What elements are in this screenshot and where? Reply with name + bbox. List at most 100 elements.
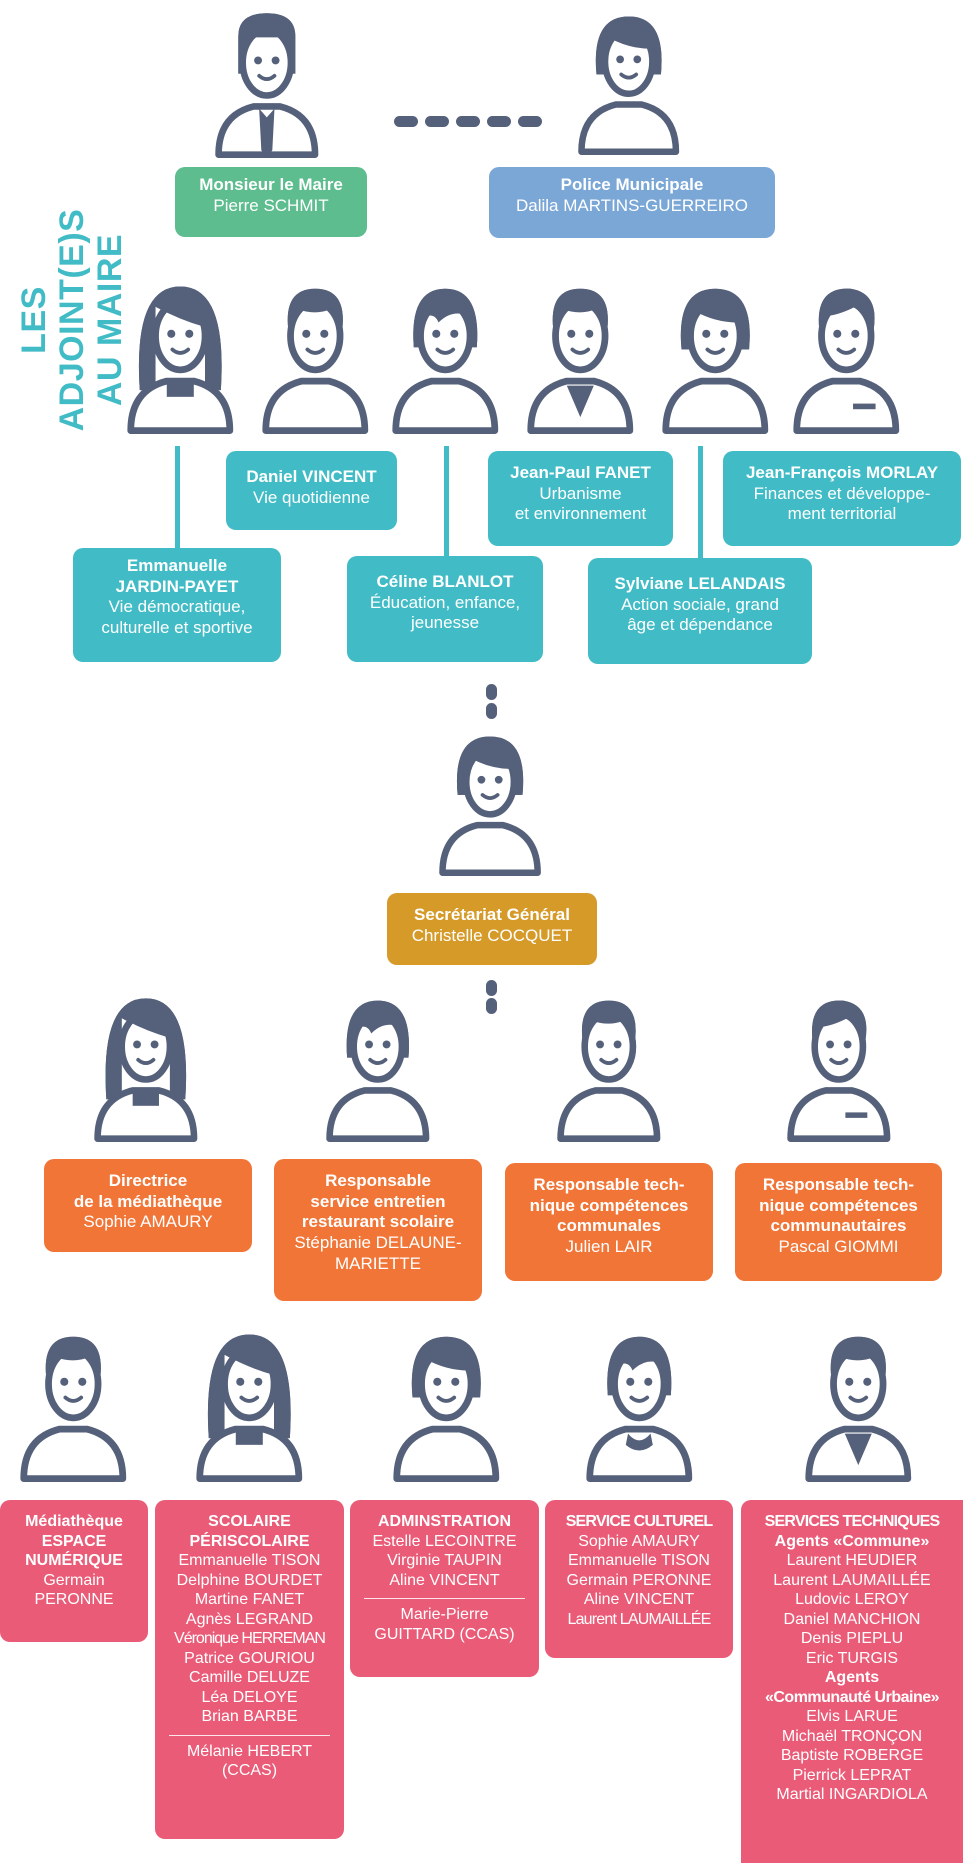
maire-name: Pierre SCHMIT — [213, 195, 329, 215]
service-member: Laurent HEUDIER — [786, 1552, 918, 1570]
police-name: Dalila MARTINS-GUERREIRO — [515, 195, 749, 215]
service-member: Martine FANET — [194, 1591, 305, 1609]
connector-dash — [394, 116, 418, 127]
divider — [364, 1598, 525, 1600]
service-member: Delphine BOURDET — [176, 1571, 323, 1589]
service-member: Eric TURGIS — [805, 1649, 899, 1667]
person-icon — [326, 1000, 430, 1142]
responsable-title: Responsable — [325, 1171, 431, 1190]
service-member: Agnès LEGRAND — [185, 1610, 314, 1628]
responsable-title: Responsable tech- — [533, 1175, 685, 1194]
person-icon — [805, 1336, 911, 1482]
service-member: Mélanie HEBERT — [186, 1742, 313, 1760]
adjoint-role: jeunesse — [410, 613, 480, 633]
service-member: Germain PERONNE — [566, 1571, 712, 1589]
service-group: «Communauté Urbaine» — [764, 1688, 940, 1706]
service-member: (CCAS) — [221, 1762, 278, 1780]
responsable-card-communales: Responsable tech- nique compétences comm… — [505, 1163, 713, 1281]
person-icon — [393, 1336, 499, 1482]
maire-card: Monsieur le Maire Pierre SCHMIT — [175, 167, 367, 237]
responsable-card-mediatheque: Directrice de la médiathèque Sophie AMAU… — [44, 1159, 252, 1252]
service-card-culturel: SERVICE CULTUREL Sophie AMAURY Emmanuell… — [545, 1500, 733, 1658]
service-title: ESPACE — [41, 1532, 107, 1550]
adjoint-name: Emmanuelle — [126, 556, 228, 575]
service-member: Emmanuelle TISON — [178, 1552, 321, 1570]
connector-line — [444, 446, 449, 558]
adjoint-card-sylviane: Sylviane LELANDAIS Action sociale, grand… — [588, 558, 812, 664]
responsable-title: Responsable tech- — [762, 1175, 915, 1194]
secretariat-title: Secrétariat Général — [414, 905, 570, 924]
responsable-title: nique compétences — [529, 1195, 689, 1215]
person-icon — [262, 288, 368, 434]
service-title: SERVICE CULTUREL — [565, 1513, 713, 1530]
adjoint-role: ment territorial — [787, 504, 897, 524]
adjoint-card-jeanpaul: Jean-Paul FANET Urbanisme et environneme… — [488, 451, 673, 546]
service-card-administration: ADMINSTRATION Estelle LECOINTRE Virginie… — [350, 1500, 539, 1677]
connector-line — [698, 446, 703, 560]
connector-dot — [486, 703, 497, 719]
service-member: Pierrick LEPRAT — [792, 1766, 912, 1784]
maire-title: Monsieur le Maire — [199, 175, 343, 194]
police-card: Police Municipale Dalila MARTINS-GUERREI… — [489, 167, 775, 238]
person-icon — [578, 16, 680, 155]
adjoint-name: Jean-François MORLAY — [745, 463, 939, 482]
person-icon — [793, 288, 899, 434]
service-member: Sophie AMAURY — [578, 1532, 700, 1550]
service-member: Brian BARBE — [201, 1708, 298, 1726]
service-member: Michaël TRONÇON — [781, 1727, 923, 1745]
service-member: Denis PIEPLU — [800, 1630, 904, 1648]
adjoint-name: Sylviane LELANDAIS — [614, 574, 786, 593]
connector-dash — [456, 116, 480, 127]
service-title: ADMINSTRATION — [377, 1513, 512, 1530]
service-member: Véronique HERREMAN — [174, 1630, 326, 1648]
person-icon — [94, 998, 198, 1142]
adjoint-role: Vie quotidienne — [253, 487, 370, 507]
service-title: NUMÉRIQUE — [25, 1552, 123, 1570]
responsable-title: de la médiathèque — [73, 1191, 223, 1211]
adjoint-role: Urbanisme — [539, 483, 622, 503]
adjoint-card-jeanfrancois: Jean-François MORLAY Finances et dévelop… — [723, 451, 961, 546]
responsable-name: MARIETTE — [335, 1253, 421, 1273]
person-icon — [557, 1000, 661, 1142]
adjoint-role: et environnement — [514, 504, 647, 524]
responsable-card-communautaires: Responsable tech- nique compétences comm… — [735, 1163, 942, 1281]
person-icon — [196, 1334, 302, 1482]
adjoint-name: Jean-Paul FANET — [510, 463, 651, 482]
service-group: Agents — [824, 1669, 880, 1687]
responsable-title: communales — [557, 1216, 661, 1236]
service-card-mediatheque: Médiathèque ESPACE NUMÉRIQUE Germain PER… — [0, 1500, 148, 1642]
service-group: Agents «Commune» — [774, 1532, 930, 1550]
service-member: PERONNE — [34, 1591, 114, 1609]
service-member: Virginie TAUPIN — [387, 1552, 502, 1570]
service-member: Camille DELUZE — [189, 1669, 310, 1687]
adjoint-role: âge et dépendance — [627, 615, 773, 635]
service-member: Elvis LARUE — [806, 1708, 898, 1726]
service-card-scolaire: SCOLAIRE PÉRISCOLAIRE Emmanuelle TISON D… — [155, 1500, 344, 1839]
person-icon — [787, 1000, 891, 1142]
responsable-title: service entretien — [310, 1191, 446, 1211]
police-title: Police Municipale — [560, 175, 704, 194]
service-member: Estelle LECOINTRE — [372, 1532, 517, 1550]
service-card-techniques: SERVICES TECHNIQUES Agents «Commune» Lau… — [741, 1500, 963, 1863]
responsable-title: restaurant scolaire — [301, 1212, 455, 1232]
adjoint-role: Vie démocratique, — [108, 597, 246, 617]
person-icon — [439, 736, 541, 876]
adjoint-role: Finances et développe- — [753, 483, 931, 503]
adjoint-role: Éducation, enfance, — [369, 592, 521, 612]
service-member: GUITTARD (CCAS) — [374, 1625, 515, 1643]
responsable-title: communautaires — [770, 1216, 907, 1236]
person-icon — [215, 13, 319, 158]
service-member: Patrice GOURIOU — [184, 1649, 315, 1667]
service-title: PÉRISCOLAIRE — [189, 1532, 310, 1550]
adjoint-card-daniel: Daniel VINCENT Vie quotidienne — [226, 451, 397, 530]
adjoint-role: culturelle et sportive — [101, 618, 253, 638]
person-icon — [662, 288, 768, 434]
adjoint-card-celine: Céline BLANLOT Éducation, enfance, jeune… — [347, 556, 543, 662]
connector-line — [175, 446, 180, 550]
connector-dash — [487, 116, 511, 127]
connector-dot — [486, 998, 497, 1014]
person-icon — [392, 288, 498, 434]
service-title: SCOLAIRE — [208, 1513, 291, 1530]
responsable-name: Pascal GIOMMI — [778, 1237, 899, 1257]
person-icon — [586, 1336, 692, 1482]
